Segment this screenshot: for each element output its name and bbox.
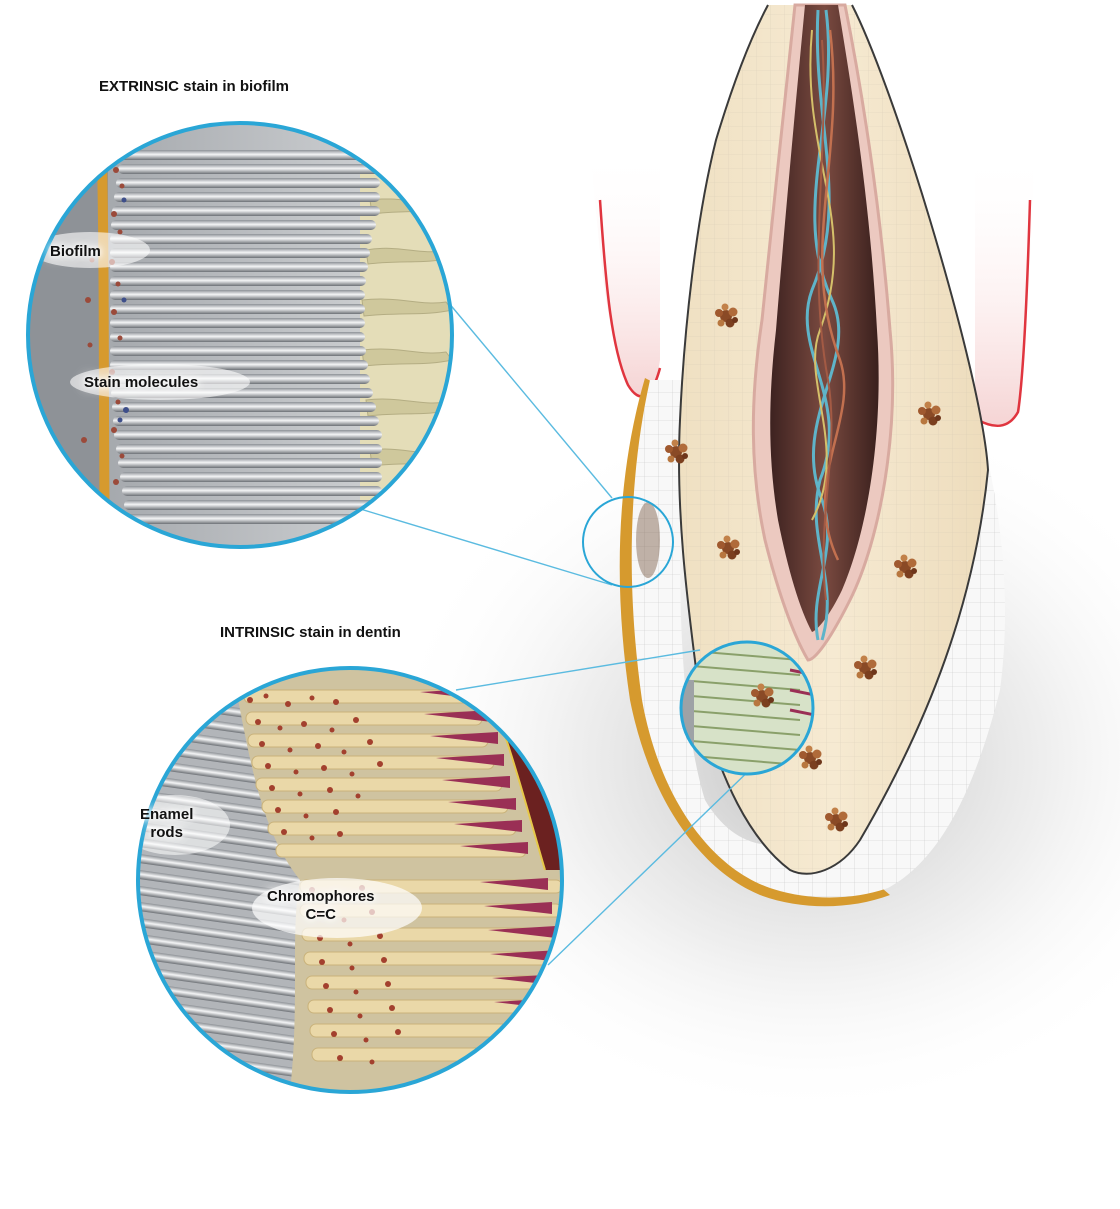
stain-molecules-label: Stain molecules — [84, 374, 198, 391]
intrinsic-panel-title: INTRINSIC stain in dentin — [220, 624, 401, 641]
extrinsic-magnifier — [28, 123, 460, 547]
enamel-rods-label-line1: Enamel — [140, 806, 193, 824]
enamel-rods-label: Enamel rods — [140, 806, 193, 842]
extrinsic-panel-title: EXTRINSIC stain in biofilm — [99, 78, 289, 95]
gum-left — [590, 150, 660, 395]
biofilm-label: Biofilm — [50, 243, 101, 260]
chromophores-label-line1: Chromophores — [267, 888, 375, 906]
chromophores-label-line2: C=C — [267, 906, 375, 924]
chromophores-label: Chromophores C=C — [267, 888, 375, 924]
enamel-rods-label-line2: rods — [140, 824, 193, 842]
